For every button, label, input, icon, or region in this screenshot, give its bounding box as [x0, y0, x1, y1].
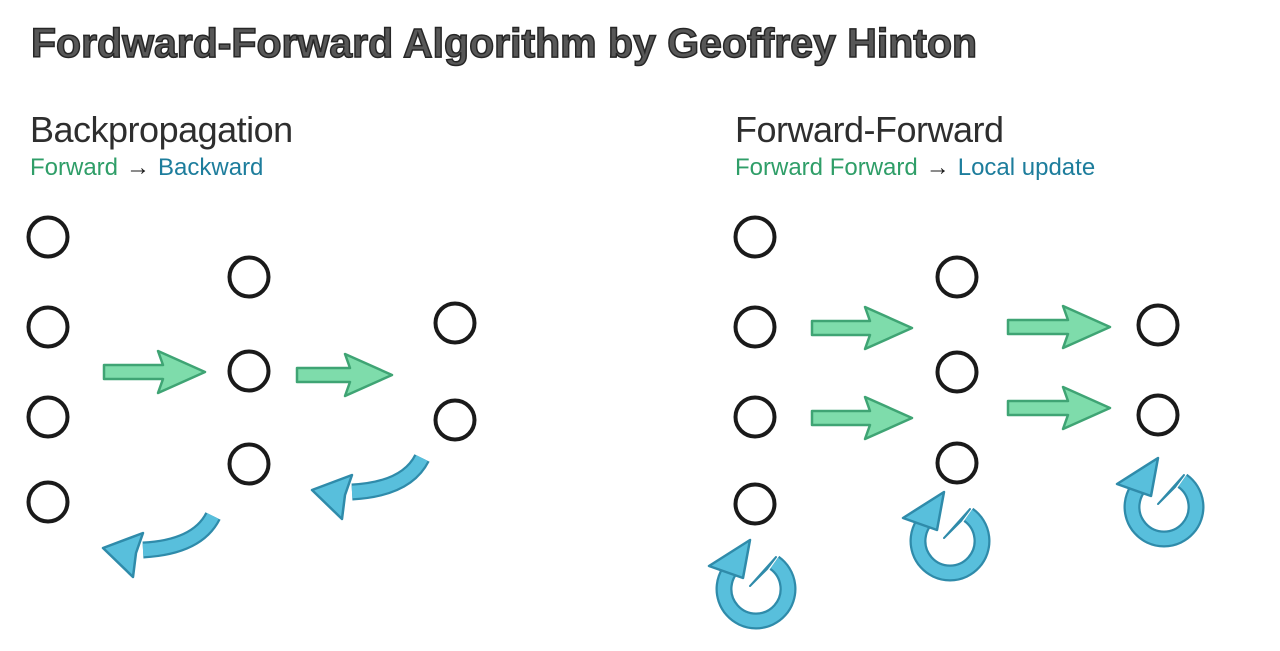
forward-pass-arrow: [102, 349, 207, 395]
loop-tail-spike: [943, 508, 971, 539]
neuron-node: [733, 305, 777, 349]
neuron-node: [26, 305, 70, 349]
forward-forward-heading: Forward-Forward: [735, 109, 1004, 150]
panel-forward-forward-header: Forward-Forward Forward Forward → Local …: [735, 110, 1095, 181]
right-arrow-icon: →: [126, 153, 151, 181]
backward-pass-arrow: [310, 453, 430, 521]
loop-ring: [911, 509, 989, 580]
right-arrow-icon: →: [925, 153, 950, 181]
backpropagation-legend: Forward → Backward: [30, 153, 293, 181]
loop-ring: [717, 557, 795, 628]
forward-forward-legend: Forward Forward → Local update: [735, 153, 1096, 181]
local-update-arrow: [707, 538, 797, 630]
forward-pass-arrow: [1006, 304, 1112, 350]
neuron-node: [227, 442, 271, 486]
diagram-panel-forward-forward: [707, 215, 1205, 630]
neuron-node: [1136, 303, 1180, 347]
loop-tail-spike: [749, 556, 777, 587]
neuron-node: [227, 255, 271, 299]
loop-arrow-head: [1115, 456, 1160, 498]
forward-pass-arrow: [1006, 385, 1112, 431]
forward-pass-arrow: [810, 305, 914, 351]
neuron-node: [935, 350, 979, 394]
neuron-node: [935, 441, 979, 485]
arrow-band: [351, 454, 428, 499]
loop-ring: [1125, 475, 1203, 546]
neuron-node: [227, 349, 271, 393]
arrow-head: [310, 473, 354, 521]
forward-pass-arrow: [295, 352, 394, 398]
forward-pass-arrow: [810, 395, 914, 441]
legend-local-update-label: Local update: [957, 153, 1096, 181]
neuron-node: [733, 482, 777, 526]
loop-arrow-head: [707, 538, 752, 580]
loop-tail-spike: [1157, 474, 1185, 505]
backpropagation-heading: Backpropagation: [30, 109, 293, 150]
legend-backward-label: Backward: [158, 153, 264, 181]
neuron-node: [733, 215, 777, 259]
neuron-node: [1136, 393, 1180, 437]
neuron-node: [26, 480, 70, 524]
backward-pass-arrow: [101, 511, 221, 579]
diagram-panel-backpropagation: [26, 215, 477, 579]
legend-forward-forward-label: Forward Forward: [735, 153, 918, 181]
legend-forward-label: Forward: [30, 153, 119, 181]
neuron-node: [433, 301, 477, 345]
loop-arrow-head: [901, 490, 946, 532]
neuron-node: [935, 255, 979, 299]
local-update-arrow: [1115, 456, 1205, 548]
slide-title: Fordward-Forward Algorithm by Geoffrey H…: [30, 20, 978, 66]
neuron-node: [26, 395, 70, 439]
panel-backpropagation-header: Backpropagation Forward → Backward: [30, 110, 293, 181]
arrow-band: [142, 512, 219, 557]
neuron-node: [733, 395, 777, 439]
local-update-arrow: [901, 490, 991, 582]
neuron-node: [433, 398, 477, 442]
arrow-head: [101, 531, 145, 579]
neuron-node: [26, 215, 70, 259]
